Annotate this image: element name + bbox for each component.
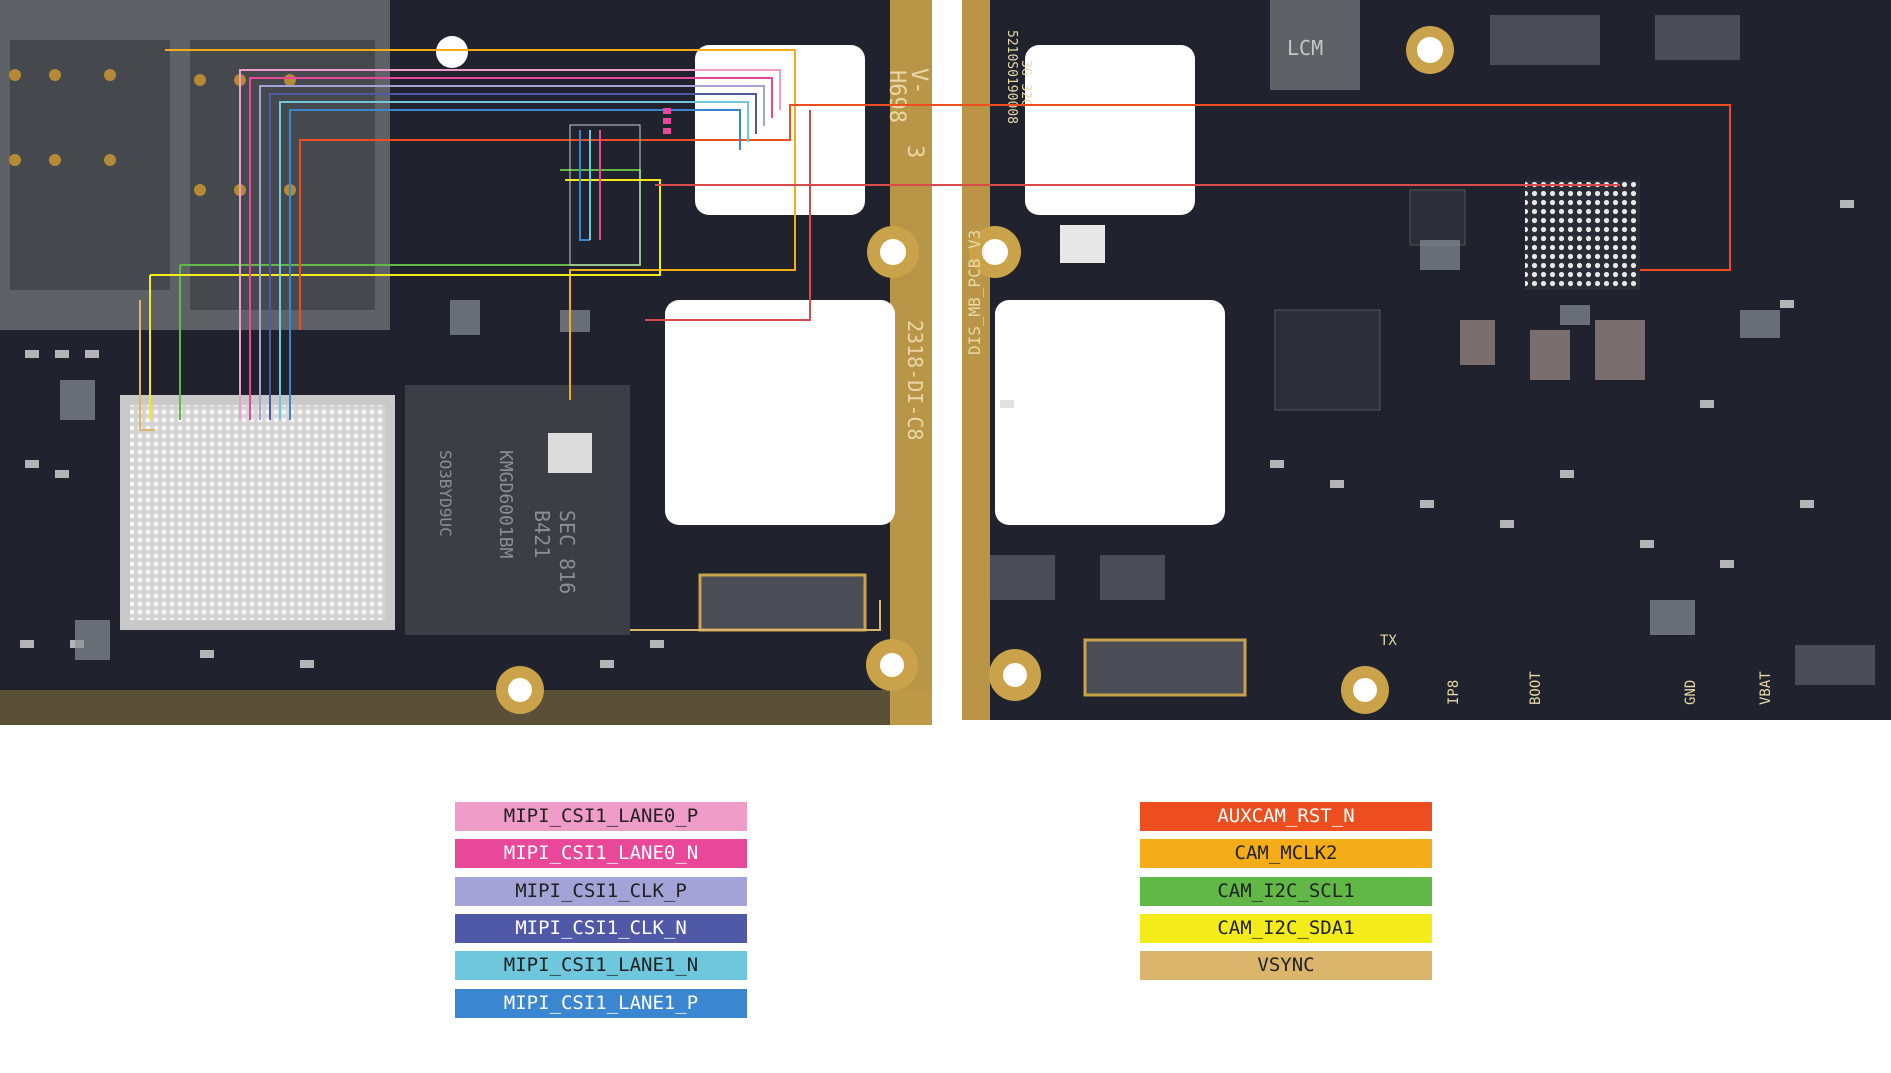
sec-chip-label: SEC 816	[555, 510, 579, 594]
pmic-bga	[1525, 180, 1640, 290]
usb-connector	[1270, 0, 1360, 90]
legend-cam-i2c-sda1: CAM_I2C_SDA1	[1140, 914, 1432, 943]
legend-mipi-csi1-lane0-p: MIPI_CSI1_LANE0_P	[455, 802, 747, 831]
legend-mipi-csi1-lane0-n: MIPI_CSI1_LANE0_N	[455, 839, 747, 868]
tx-label: TX	[1380, 633, 1397, 649]
legend-label: CAM_I2C_SCL1	[1217, 880, 1355, 902]
legend-label: AUXCAM_RST_N	[1217, 805, 1355, 827]
legend-label: MIPI_CSI1_LANE1_P	[503, 992, 699, 1014]
board-id-label: 2318-DI-C8	[903, 320, 927, 440]
memory-chip	[405, 385, 630, 635]
lcm-label: LCM	[1287, 36, 1323, 60]
cutout-top-left	[695, 45, 865, 215]
mem-mark-label: 5210S0190008	[1004, 30, 1019, 124]
kmgd-label: KMGD6001BM	[495, 450, 516, 559]
legend-mipi-csi1-clk-n: MIPI_CSI1_CLK_N	[455, 914, 747, 943]
legend-mipi-csi1-lane1-n: MIPI_CSI1_LANE1_N	[455, 951, 747, 980]
fpc-connector-right	[1083, 638, 1247, 697]
kmgd2-label: SO3BYD9UC	[436, 450, 455, 537]
legend-vsync: VSYNC	[1140, 951, 1432, 980]
rev-label: 3	[902, 145, 927, 158]
v-label: V-	[906, 68, 931, 95]
cutout-top-right	[1025, 45, 1195, 215]
legend-mipi-csi1-lane1-p: MIPI_CSI1_LANE1_P	[455, 989, 747, 1018]
legend-mipi-csi1-clk-p: MIPI_CSI1_CLK_P	[455, 877, 747, 906]
pad-gnd-label: GND	[1683, 680, 1699, 705]
h-code-label: H698	[884, 70, 909, 123]
mem-mark2-label: 3G 32G	[1018, 60, 1033, 107]
pad-vbat-label: VBAT	[1758, 671, 1774, 705]
cutout-mid-right	[995, 300, 1225, 525]
legend-label: CAM_I2C_SDA1	[1217, 917, 1355, 939]
legend-cam-mclk2: CAM_MCLK2	[1140, 839, 1432, 868]
legend-label: MIPI_CSI1_LANE0_N	[503, 842, 699, 864]
legend-label: MIPI_CSI1_CLK_P	[515, 880, 687, 902]
legend-label: MIPI_CSI1_LANE1_N	[503, 954, 699, 976]
legend-label: VSYNC	[1257, 954, 1315, 976]
legend-label: MIPI_CSI1_CLK_N	[515, 917, 687, 939]
legend-label: CAM_MCLK2	[1234, 842, 1338, 864]
fpc-connector-left	[698, 573, 867, 632]
cutout-mid-left	[665, 300, 895, 525]
pad-boot-label: BOOT	[1528, 671, 1544, 705]
legend-auxcam-rst-n: AUXCAM_RST_N	[1140, 802, 1432, 831]
pad-ip8-label: IP8	[1446, 680, 1462, 705]
signal-traces	[139, 49, 1731, 631]
legend-cam-i2c-scl1: CAM_I2C_SCL1	[1140, 877, 1432, 906]
sec-code-label: B421	[530, 510, 554, 558]
legend-label: MIPI_CSI1_LANE0_P	[503, 805, 699, 827]
pcb-name-label: DIS_MB_PCB_V3	[965, 230, 984, 355]
